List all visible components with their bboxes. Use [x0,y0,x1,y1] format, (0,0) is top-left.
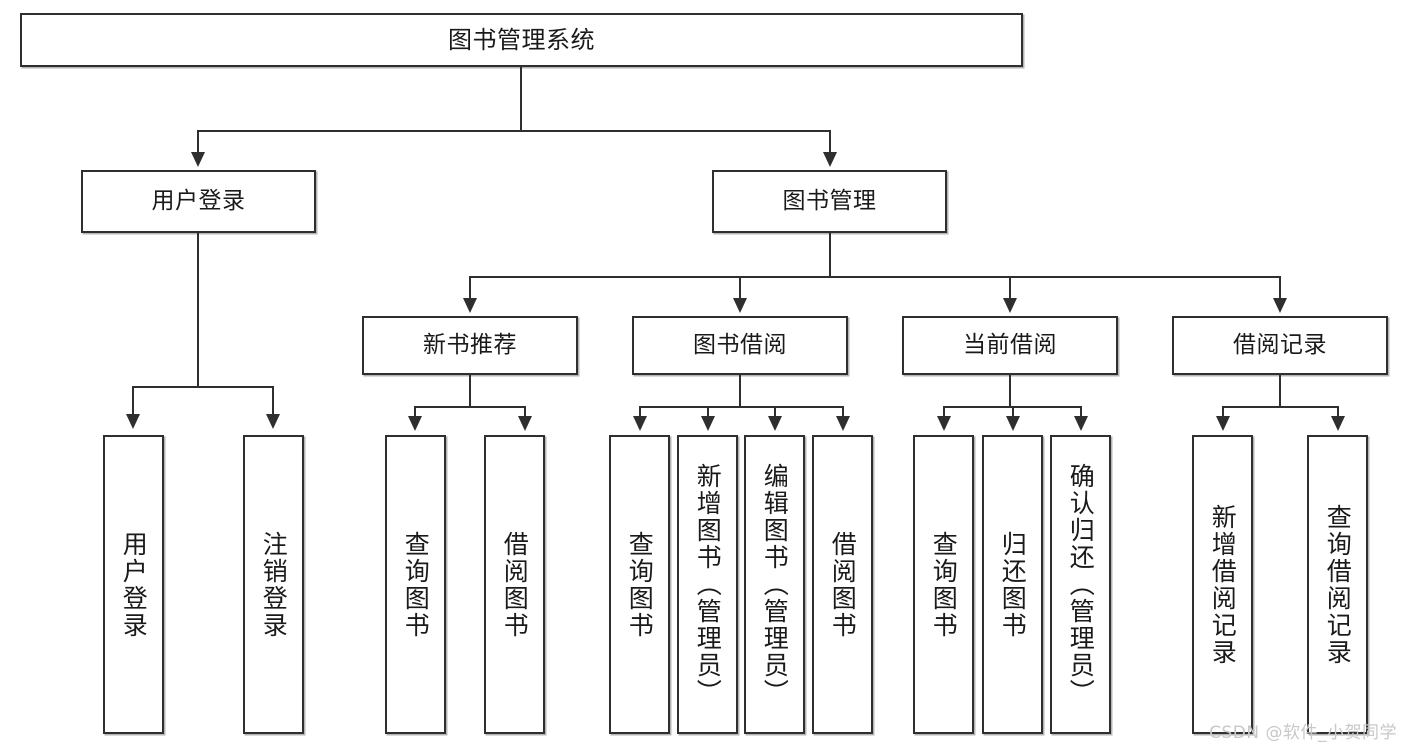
arrowhead-currentborrow-to-leaf2 [1006,416,1020,431]
connector-bookmgmt-stem [829,233,831,277]
connector-bookborrow-to-leaf1 [639,406,641,418]
arrowhead-bookborrow-to-leaf2 [701,416,715,431]
leaf-user-login[interactable]: 用户登录 [103,435,164,734]
node-label: 图书管理系统 [448,25,595,54]
connector-borrowrecord-to-leaf1 [1222,406,1224,418]
arrowhead-root-to-bookmgmt [823,152,837,167]
node-label: 新书推荐 [423,331,517,358]
connector-bookborrow-stem [739,375,741,407]
node-user-login[interactable]: 用户登录 [81,170,316,233]
connector-borrowrecord-bus [1222,406,1337,408]
node-label: 归还图书 [998,530,1028,639]
arrowhead-login-to-leaf1 [126,414,140,429]
leaf-query-book-borrow[interactable]: 查询图书 [609,435,670,734]
node-label: 借阅记录 [1233,331,1327,358]
leaf-return-book[interactable]: 归还图书 [982,435,1043,734]
connector-currentborrow-to-leaf2 [1012,406,1014,418]
node-label: 查询图书 [625,530,655,639]
connector-currentborrow-to-leaf3 [1080,406,1082,418]
connector-bookborrow-bus [639,406,843,408]
leaf-add-borrow-record[interactable]: 新增借阅记录 [1192,435,1253,734]
node-label: 借阅图书 [500,530,530,639]
arrowhead-bookmgmt-to-l3-2 [733,298,747,313]
arrowhead-newbook-to-leaf2 [518,416,532,431]
connector-bookborrow-to-leaf4 [842,406,844,418]
node-label: 用户登录 [119,530,149,639]
node-label: 借阅图书 [828,530,858,639]
connector-currentborrow-to-leaf1 [943,406,945,418]
csdn-watermark: CSDN @软件_小贺同学 [1209,723,1397,743]
leaf-logout[interactable]: 注销登录 [243,435,304,734]
node-label: 图书管理 [782,187,877,214]
node-label: 编辑图书（管理员） [760,463,790,706]
connector-currentborrow-stem [1009,375,1011,407]
connector-bookmgmt-to-l3-3 [1009,276,1011,300]
connector-bookmgmt-bus [469,276,1281,278]
arrowhead-login-to-leaf2 [266,414,280,429]
node-label: 当前借阅 [963,331,1057,358]
node-label: 确认归还（管理员） [1066,463,1096,706]
node-label: 新增图书（管理员） [693,463,723,706]
connector-newbook-to-leaf1 [414,406,416,418]
node-label: 查询借阅记录 [1323,503,1353,666]
connector-currentborrow-bus [943,406,1080,408]
leaf-confirm-return-admin[interactable]: 确认归还（管理员） [1050,435,1111,734]
connector-root-to-login [197,130,199,154]
node-label: 查询图书 [401,530,431,639]
node-label: 注销登录 [259,530,289,639]
connector-newbook-to-leaf2 [524,406,526,418]
node-borrow-record[interactable]: 借阅记录 [1172,316,1388,375]
node-label: 新增借阅记录 [1208,503,1238,666]
arrowhead-currentborrow-to-leaf3 [1074,416,1088,431]
arrowhead-bookborrow-to-leaf1 [633,416,647,431]
connector-login-to-leaf2 [272,386,274,416]
leaf-borrow-book[interactable]: 借阅图书 [812,435,873,734]
arrowhead-bookmgmt-to-l3-4 [1273,298,1287,313]
connector-bookmgmt-to-l3-1 [469,276,471,300]
leaf-add-book-admin[interactable]: 新增图书（管理员） [677,435,738,734]
leaf-query-book-current[interactable]: 查询图书 [913,435,974,734]
node-label: 图书借阅 [693,331,787,358]
node-book-borrow[interactable]: 图书借阅 [632,316,848,375]
leaf-query-book-recommend[interactable]: 查询图书 [385,435,446,734]
connector-bookborrow-to-leaf3 [774,406,776,418]
connector-newbook-stem [469,375,471,407]
node-new-book-recommend[interactable]: 新书推荐 [362,316,578,375]
node-root-system[interactable]: 图书管理系统 [20,13,1023,67]
connector-borrowrecord-stem [1279,375,1281,407]
node-book-management[interactable]: 图书管理 [712,170,947,233]
leaf-query-borrow-record[interactable]: 查询借阅记录 [1307,435,1368,734]
node-current-borrow[interactable]: 当前借阅 [902,316,1118,375]
leaf-edit-book-admin[interactable]: 编辑图书（管理员） [744,435,805,734]
arrowhead-root-to-login [191,152,205,167]
arrowhead-currentborrow-to-leaf1 [937,416,951,431]
connector-bookborrow-to-leaf2 [707,406,709,418]
arrowhead-borrowrecord-to-leaf2 [1331,416,1345,431]
connector-root-bus [197,130,831,132]
node-label: 用户登录 [151,187,246,214]
connector-root-stem [520,67,522,131]
arrowhead-bookborrow-to-leaf3 [768,416,782,431]
connector-login-bus [132,386,272,388]
connector-login-stem [197,233,199,387]
connector-newbook-bus [414,406,524,408]
connector-borrowrecord-to-leaf2 [1337,406,1339,418]
leaf-borrow-book-recommend[interactable]: 借阅图书 [484,435,545,734]
connector-root-to-bookmgmt [829,130,831,154]
node-label: 查询图书 [929,530,959,639]
arrowhead-bookmgmt-to-l3-3 [1003,298,1017,313]
connector-bookmgmt-to-l3-2 [739,276,741,300]
connector-login-to-leaf1 [132,386,134,416]
arrowhead-newbook-to-leaf1 [408,416,422,431]
connector-bookmgmt-to-l3-4 [1279,276,1281,300]
arrowhead-borrowrecord-to-leaf1 [1216,416,1230,431]
arrowhead-bookborrow-to-leaf4 [836,416,850,431]
arrowhead-bookmgmt-to-l3-1 [463,298,477,313]
